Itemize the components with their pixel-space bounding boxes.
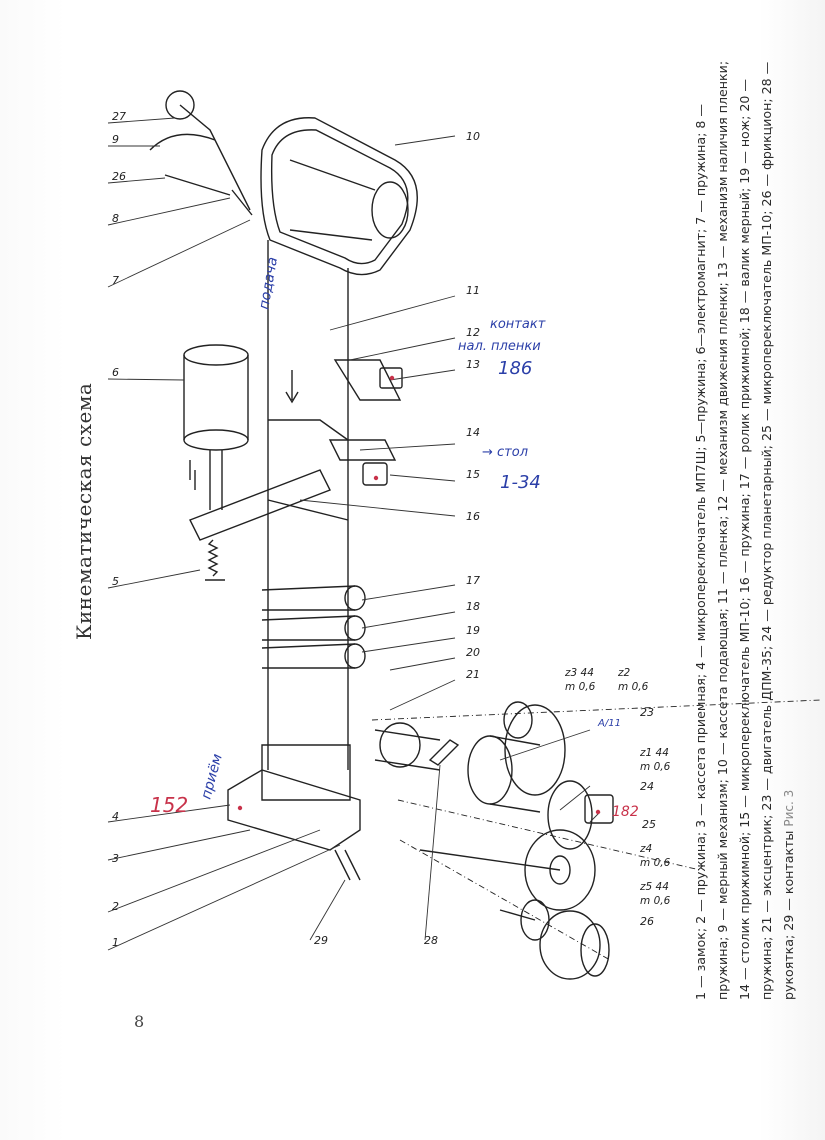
label-28: 28 <box>424 934 438 947</box>
label-3: 3 <box>112 852 119 865</box>
label-10: 10 <box>466 130 480 143</box>
label-26a: 26 <box>112 170 126 183</box>
label-15: 15 <box>466 468 480 481</box>
gear-z3-teeth: z3 44 <box>564 667 594 679</box>
label-1: 1 <box>112 936 119 949</box>
gear-z2-teeth: z2 <box>617 667 631 679</box>
note-nal-plenki: нал. пленки <box>458 339 541 354</box>
gear-z5-teeth: z5 44 <box>639 881 669 893</box>
note-podacha: подача <box>256 256 281 311</box>
label-25: 25 <box>642 818 656 831</box>
gear-z1-module: m 0,6 <box>640 761 671 773</box>
label-5: 5 <box>112 575 119 588</box>
label-21: 21 <box>466 668 480 681</box>
note-182: 182 <box>612 804 639 820</box>
label-12: 12 <box>466 326 480 339</box>
label-14: 14 <box>466 426 480 439</box>
note-priem: приём <box>198 752 226 801</box>
note-kontakt: контакт <box>490 317 546 332</box>
label-19: 19 <box>466 624 480 637</box>
label-18: 18 <box>466 600 480 613</box>
part-labels: 27 9 26 8 7 10 11 12 13 6 14 15 16 5 17 … <box>112 110 656 949</box>
label-24: 24 <box>640 780 654 793</box>
label-8: 8 <box>112 212 119 225</box>
label-13: 13 <box>466 358 480 371</box>
gear-z3-module: m 0,6 <box>565 681 596 693</box>
red-marks <box>237 375 601 815</box>
leader-lines <box>107 117 601 951</box>
note-152: 152 <box>150 793 188 817</box>
gear-z1-teeth: z1 44 <box>639 747 669 759</box>
label-16: 16 <box>466 510 480 523</box>
gear-labels: z3 44 m 0,6 z2 m 0,6 z1 44 m 0,6 z4 m 0,… <box>564 667 671 907</box>
label-20: 20 <box>466 646 480 659</box>
note-stol: → стол <box>482 445 528 460</box>
handwritten-notes: подача контакт нал. пленки 186 → стол 1-… <box>150 256 639 820</box>
label-11: 11 <box>466 284 480 297</box>
label-6: 6 <box>112 366 119 379</box>
gear-z5-module: m 0,6 <box>640 895 671 907</box>
gear-z2-module: m 0,6 <box>618 681 649 693</box>
label-7: 7 <box>112 274 119 287</box>
gear-z4-teeth: z4 <box>639 843 652 855</box>
label-27: 27 <box>112 110 126 123</box>
diagram-drawing <box>149 90 821 980</box>
label-17: 17 <box>466 574 480 587</box>
label-2: 2 <box>112 900 119 913</box>
note-186: 186 <box>498 358 532 379</box>
label-23: 23 <box>640 706 654 719</box>
label-29: 29 <box>314 934 328 947</box>
label-4: 4 <box>112 810 119 823</box>
note-1-34: 1-34 <box>500 472 541 493</box>
label-26b: 26 <box>640 915 654 928</box>
gear-z4-module: m 0,6 <box>640 857 671 869</box>
label-9: 9 <box>112 133 119 146</box>
page-number: 8 <box>134 1012 145 1031</box>
note-am: А/11 <box>597 718 621 729</box>
